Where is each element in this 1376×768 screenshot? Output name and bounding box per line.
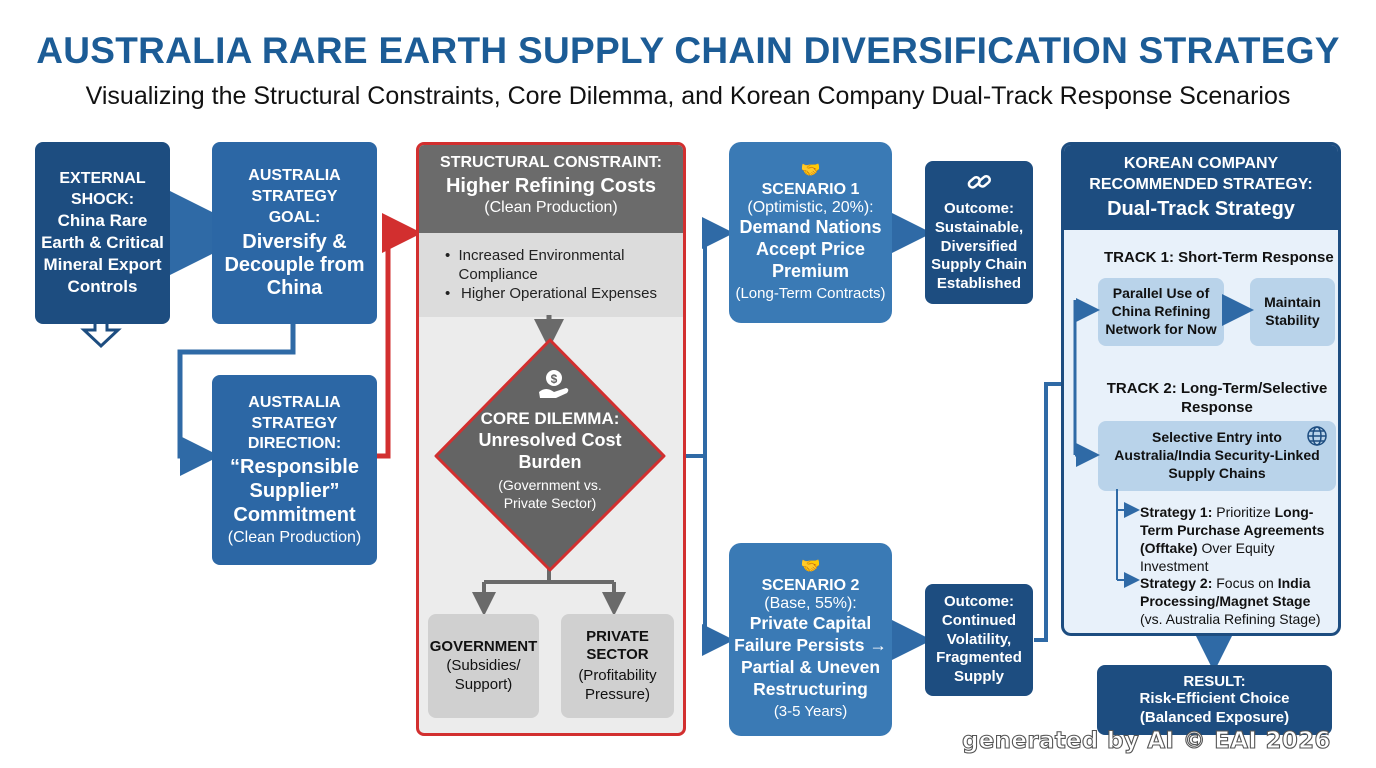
- korean-label: KOREAN COMPANY RECOMMENDED STRATEGY:: [1089, 155, 1313, 193]
- scenario2-label: SCENARIO 2: [761, 577, 860, 595]
- external-shock-label: EXTERNAL SHOCK:: [59, 169, 146, 208]
- government-note: (Subsidies/ Support): [446, 656, 521, 693]
- scenario2-text: Private Capital Failure Persists → Parti…: [734, 613, 887, 699]
- strategy-goal-label: AUSTRALIA STRATEGY GOAL:: [248, 167, 341, 226]
- scenario1-prob: (Optimistic, 20%):: [747, 199, 874, 217]
- strategy2-prefix: Strategy 2:: [1140, 575, 1213, 591]
- bullet-item: •Increased Environmental Compliance: [445, 246, 669, 284]
- bullet-text: Higher Operational Expenses: [461, 285, 657, 303]
- strategy1-prefix: Strategy 1:: [1140, 504, 1213, 520]
- track1-stability-box: Maintain Stability: [1250, 278, 1335, 346]
- external-shock-text: China Rare Earth & Critical Mineral Expo…: [41, 211, 164, 296]
- arrow-outcome-to-korean: [1034, 382, 1062, 642]
- arrow-direction-to-constraint: [376, 213, 422, 459]
- scenario2-note: (3-5 Years): [773, 702, 848, 720]
- bullet-text: Increased Environmental Compliance: [458, 247, 625, 284]
- arrow-goal-to-direction: [177, 324, 296, 476]
- link-icon: [966, 171, 992, 198]
- private-label: PRIVATE SECTOR: [586, 627, 649, 664]
- track2-entry-box: Selective Entry into Australia/India Sec…: [1098, 421, 1336, 491]
- strategy1-bold: Long-Term Purchase Agreements (Offtake): [1140, 504, 1325, 556]
- strategy-direction-note: (Clean Production): [227, 529, 362, 547]
- result-label: RESULT:: [1183, 672, 1246, 690]
- page-title: AUSTRALIA RARE EARTH SUPPLY CHAIN DIVERS…: [36, 30, 1340, 71]
- constraint-bullets: •Increased Environmental Compliance •Hig…: [419, 233, 683, 317]
- strategy-goal-text: Diversify & Decouple from China: [224, 230, 365, 299]
- svg-text:$: $: [551, 372, 558, 386]
- korean-header: KOREAN COMPANY RECOMMENDED STRATEGY: Dua…: [1064, 145, 1338, 230]
- external-shock-box: EXTERNAL SHOCK: China Rare Earth & Criti…: [35, 142, 170, 324]
- government-label: GOVERNMENT: [429, 637, 538, 655]
- constraint-note: (Clean Production): [484, 199, 618, 216]
- track1-parallel-box: Parallel Use of China Refining Network f…: [1098, 278, 1224, 346]
- track1-label: TRACK 1: Short-Term Response: [1104, 249, 1334, 266]
- dilemma-text-block: CORE DILEMMA: Unresolved Cost Burden (Go…: [466, 408, 634, 512]
- scenario2-prob: (Base, 55%):: [764, 595, 857, 613]
- strategy1-tail: Over Equity Investment: [1140, 539, 1275, 574]
- strategy2-bold: India Processing/Magnet Stage: [1140, 575, 1311, 609]
- scenario1-note: (Long-Term Contracts): [735, 284, 886, 302]
- korean-headline: Dual-Track Strategy: [1107, 197, 1295, 220]
- private-sector-box: PRIVATE SECTOR (Profitability Pressure): [561, 614, 674, 718]
- track2-label: TRACK 2: Long-Term/Selective Response: [1106, 380, 1328, 417]
- money-hand-icon: $: [539, 370, 569, 398]
- dilemma-diamond: [434, 338, 666, 572]
- scenario2-box: 🤝 SCENARIO 2 (Base, 55%): Private Capita…: [729, 543, 892, 736]
- outcome2-box: Outcome: Continued Volatility, Fragmente…: [925, 584, 1033, 696]
- constraint-label: STRUCTURAL CONSTRAINT:: [440, 154, 662, 171]
- outcome2-text: Outcome: Continued Volatility, Fragmente…: [936, 593, 1022, 686]
- arrow-dilemma-to-scenario2: [702, 456, 734, 656]
- scenario1-box: 🤝 SCENARIO 1 (Optimistic, 20%): Demand N…: [729, 142, 892, 323]
- strategy2-mid: Focus on: [1212, 575, 1278, 591]
- globe-icon: [1306, 425, 1328, 452]
- strategy1-mid: Prioritize: [1212, 504, 1275, 520]
- strategy-direction-text: “Responsible Supplier” Commitment: [230, 456, 359, 527]
- scenario1-label: SCENARIO 1: [761, 181, 860, 199]
- result-text: Risk-Efficient Choice (Balanced Exposure…: [1139, 689, 1290, 726]
- private-note: (Profitability Pressure): [578, 667, 657, 703]
- scenario1-text: Demand Nations Accept Price Premium: [739, 217, 882, 281]
- constraint-header: STRUCTURAL CONSTRAINT: Higher Refining C…: [419, 145, 683, 233]
- constraint-headline: Higher Refining Costs: [445, 175, 656, 197]
- outcome1-text: Outcome: Sustainable, Diversified Supply…: [931, 200, 1027, 293]
- outcome1-box: Outcome: Sustainable, Diversified Supply…: [925, 161, 1033, 304]
- strategy1-text: Strategy 1: Prioritize Long-Term Purchas…: [1140, 504, 1338, 576]
- strategy-direction-box: AUSTRALIA STRATEGY DIRECTION: “Responsib…: [212, 375, 377, 565]
- korean-strategy-panel: KOREAN COMPANY RECOMMENDED STRATEGY: Dua…: [1061, 142, 1341, 636]
- arrow-dilemma-split: [482, 566, 616, 600]
- dilemma-note: (Government vs. Private Sector): [498, 477, 602, 511]
- watermark: generated by AI © EAI 2026: [961, 727, 1331, 754]
- bullet-item: •Higher Operational Expenses: [445, 285, 657, 303]
- handshake-icon: 🤝: [800, 558, 821, 576]
- page-subtitle: Visualizing the Structural Constraints, …: [85, 82, 1291, 110]
- result-box: RESULT: Risk-Efficient Choice (Balanced …: [1097, 665, 1332, 735]
- strategy2-tail: (vs. Australia Refining Stage): [1140, 610, 1321, 627]
- handshake-icon: 🤝: [800, 162, 821, 180]
- dilemma-text: Unresolved Cost Burden: [478, 430, 622, 472]
- strategy-goal-box: AUSTRALIA STRATEGY GOAL: Diversify & Dec…: [212, 142, 377, 324]
- strategy2-text: Strategy 2: Focus on India Processing/Ma…: [1140, 575, 1338, 629]
- dilemma-label: CORE DILEMMA:: [480, 409, 620, 428]
- government-box: GOVERNMENT (Subsidies/ Support): [428, 614, 539, 718]
- strategy-direction-label: AUSTRALIA STRATEGY DIRECTION:: [247, 393, 342, 453]
